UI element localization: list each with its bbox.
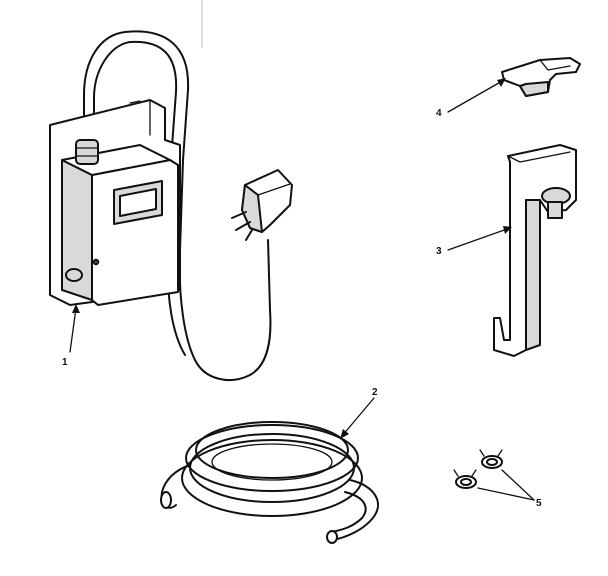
box-screw — [92, 258, 100, 266]
plug-prong — [235, 221, 251, 231]
leader-line-5a — [501, 469, 535, 501]
control-box-top — [61, 144, 171, 176]
drain-hose: 2 — [160, 387, 379, 544]
power-plug — [231, 169, 293, 241]
leader-line-5b — [477, 487, 535, 501]
callout-2: 2 — [372, 387, 378, 398]
outlet-nozzle — [65, 268, 83, 282]
hose-coil-outer — [181, 439, 363, 517]
plug-ground-pin — [245, 229, 253, 241]
cord-grommet — [75, 139, 99, 165]
callout-4: 4 — [436, 108, 442, 119]
leader-arrow-1 — [72, 304, 80, 313]
bracket-tab — [129, 100, 141, 104]
hose-coil-inner — [195, 421, 349, 479]
hose-coil — [185, 424, 359, 492]
leader-line-1 — [69, 307, 77, 353]
hose-clamp — [479, 449, 503, 469]
hose-end-right — [331, 479, 379, 541]
cap-part: 4 — [436, 57, 581, 119]
leader-line-2 — [341, 397, 375, 437]
pump-assembly: 1 — [49, 30, 293, 381]
leader-arrow-2 — [340, 429, 349, 439]
hose-end-right-inner — [331, 491, 367, 533]
bracket-top-edge — [507, 151, 571, 163]
label-window-inner — [119, 188, 157, 217]
hose-clamp — [453, 469, 477, 489]
bracket-side — [525, 199, 541, 351]
control-box — [91, 159, 179, 306]
cap-underside — [519, 81, 549, 97]
cap-ridge — [539, 59, 571, 71]
power-cord-inner — [93, 40, 186, 356]
leader-line-3 — [447, 227, 511, 251]
standpipe-bracket: 3 — [436, 144, 577, 357]
leader-arrow-3 — [503, 226, 512, 234]
hose-end-left — [160, 464, 191, 509]
hose-coil-hole — [211, 443, 333, 481]
bracket-fitting-stem — [547, 201, 563, 219]
plug-prong — [231, 211, 247, 219]
leader-line-4 — [447, 79, 505, 113]
callout-5: 5 — [536, 498, 542, 509]
hose-clamps: 5 — [453, 449, 542, 509]
hose-opening — [326, 530, 338, 544]
leader-arrow-4 — [497, 78, 506, 87]
callout-3: 3 — [436, 246, 442, 257]
hose-opening — [160, 491, 172, 509]
callout-1: 1 — [62, 357, 68, 368]
